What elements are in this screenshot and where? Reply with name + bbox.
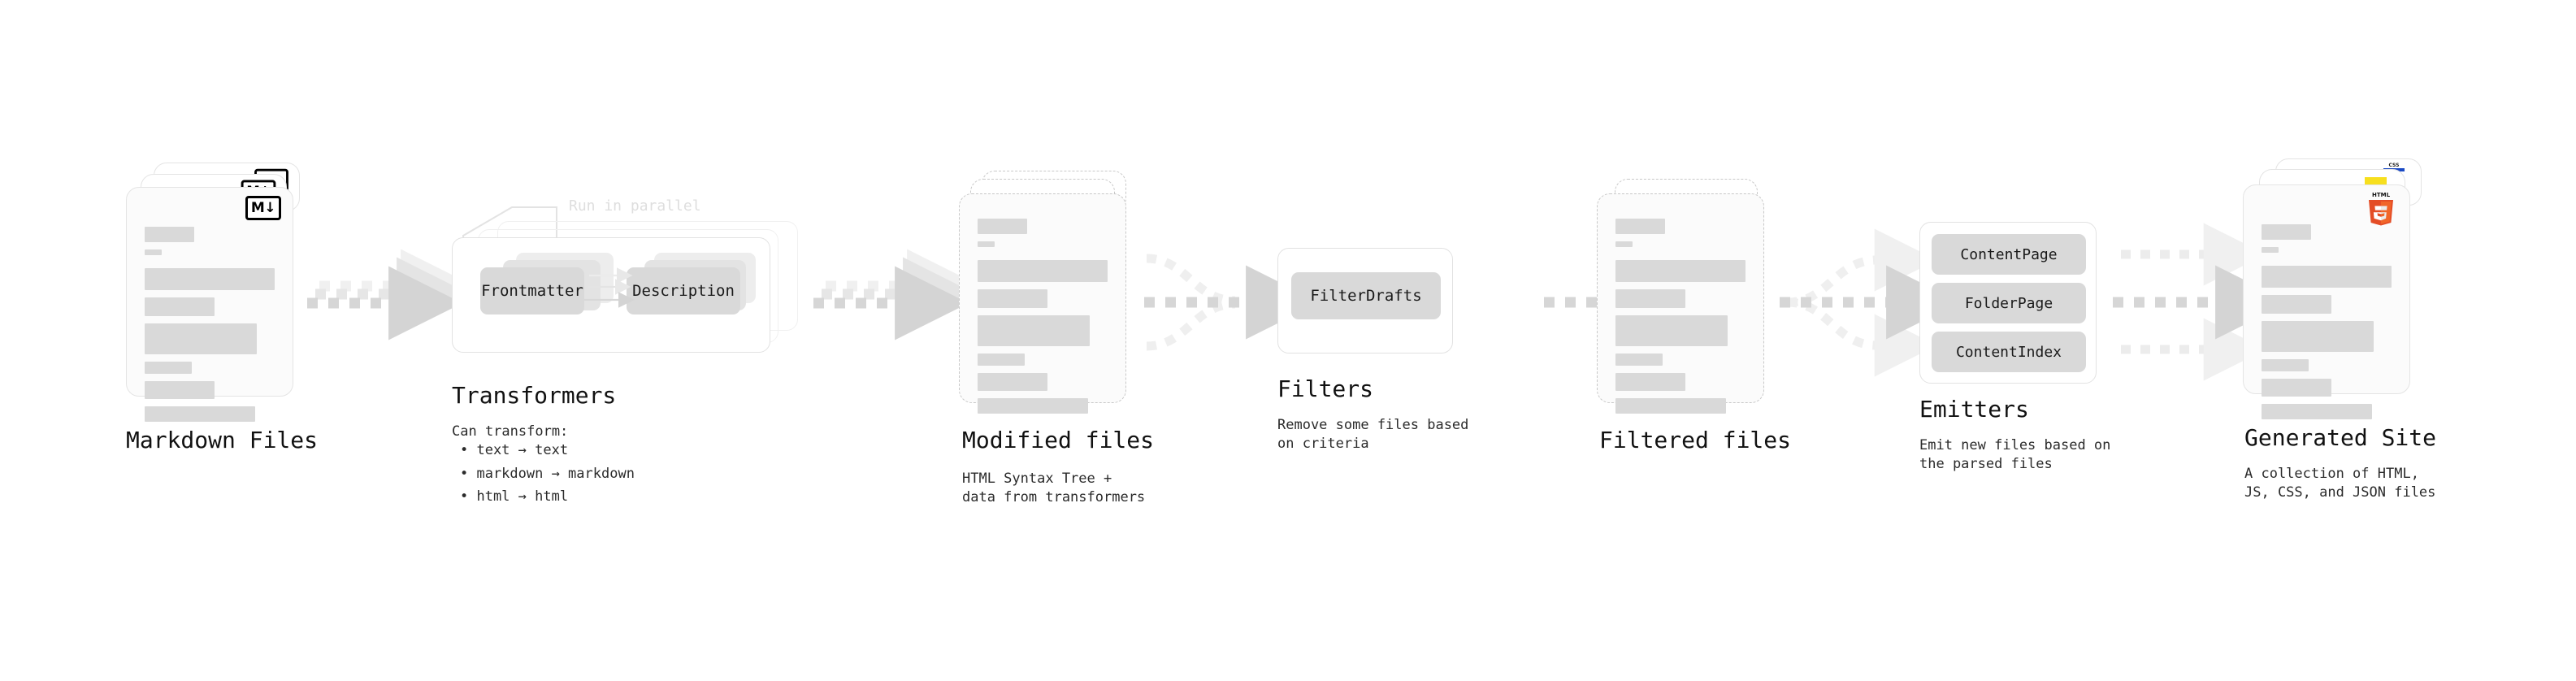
modified-card-stack bbox=[959, 171, 1134, 439]
emitters-box: ContentPage FolderPage ContentIndex bbox=[1919, 222, 2097, 384]
modified-card-content bbox=[960, 194, 1125, 414]
stage-title-filtered-files: Filtered files bbox=[1599, 427, 1792, 453]
transformer-chip-description[interactable]: Description bbox=[627, 267, 740, 314]
modified-files-subtitle: HTML Syntax Tree + data from transformer… bbox=[962, 471, 1146, 505]
filters-box: FilterDrafts bbox=[1277, 248, 1453, 354]
skeleton-bar bbox=[1615, 260, 1746, 282]
stage-title-transformers: Transformers bbox=[452, 382, 617, 409]
skeleton-bar bbox=[1615, 398, 1726, 414]
markdown-icon: M↓ bbox=[245, 196, 281, 220]
stage-title-modified-files: Modified files bbox=[962, 427, 1155, 453]
transformers-bullet-2: • html → html bbox=[460, 488, 569, 505]
emitter-chip-contentindex[interactable]: ContentIndex bbox=[1932, 332, 2086, 372]
stage-filtered-files bbox=[1597, 171, 1772, 439]
skeleton-bar bbox=[1615, 219, 1665, 234]
transformer-internal-arrows bbox=[584, 267, 635, 308]
modified-card-front bbox=[959, 193, 1126, 414]
skeleton-bar bbox=[145, 268, 275, 290]
stage-filters: FilterDrafts bbox=[1277, 248, 1456, 354]
generated-site-subtitle: A collection of HTML, JS, CSS, and JSON … bbox=[2244, 466, 2436, 501]
emitter-chip-label: FolderPage bbox=[1964, 294, 2053, 312]
html5-icon: HTML bbox=[2366, 190, 2396, 226]
skeleton-bar bbox=[978, 398, 1088, 414]
skeleton-bar bbox=[978, 260, 1108, 282]
skeleton-bar bbox=[1615, 241, 1633, 247]
skeleton-bar bbox=[145, 227, 194, 242]
markdown-card-front: M↓ bbox=[126, 187, 293, 422]
stage-modified-files bbox=[959, 171, 1134, 439]
markdown-card-stack: M↓ M↓ M↓ bbox=[126, 163, 301, 431]
stage-title-filters: Filters bbox=[1277, 375, 1374, 402]
stage-title-markdown-files: Markdown Files bbox=[126, 427, 319, 453]
skeleton-bar bbox=[145, 297, 215, 316]
skeleton-bar bbox=[2262, 295, 2332, 314]
skeleton-bar bbox=[1615, 373, 1686, 391]
generated-site-card-stack: CSS HTML bbox=[2243, 158, 2430, 435]
skeleton-bar bbox=[978, 373, 1048, 391]
filtered-card-content bbox=[1598, 194, 1763, 414]
skeleton-bar bbox=[145, 381, 215, 399]
transformer-chip-label: Description bbox=[632, 282, 735, 300]
connector-modified-to-filters bbox=[1144, 254, 1321, 351]
skeleton-bar bbox=[978, 219, 1027, 234]
stage-generated-site: CSS HTML bbox=[2243, 158, 2430, 435]
skeleton-bar bbox=[978, 315, 1090, 346]
skeleton-bar bbox=[1615, 354, 1663, 366]
connector-md-to-transformers bbox=[307, 249, 475, 340]
stage-markdown-files: M↓ M↓ M↓ bbox=[126, 163, 301, 431]
emitter-chip-folderpage[interactable]: FolderPage bbox=[1932, 283, 2086, 323]
connector-transformers-to-modified bbox=[813, 249, 982, 340]
emitter-chip-contentpage[interactable]: ContentPage bbox=[1932, 234, 2086, 275]
skeleton-bar bbox=[1615, 315, 1728, 346]
filters-subtitle: Remove some files based on criteria bbox=[1277, 417, 1469, 452]
filter-chip-filterdrafts[interactable]: FilterDrafts bbox=[1291, 272, 1441, 319]
transformers-bullet-0: • text → text bbox=[460, 442, 569, 458]
skeleton-bar bbox=[145, 362, 192, 374]
connector-emitters-to-site bbox=[2113, 223, 2290, 381]
filtered-card-stack bbox=[1597, 171, 1772, 439]
stage-emitters: ContentPage FolderPage ContentIndex bbox=[1919, 222, 2114, 384]
stage-title-emitters: Emitters bbox=[1919, 396, 2029, 423]
run-in-parallel-label: Run in parallel bbox=[569, 197, 701, 215]
transformers-bullet-1: • markdown → markdown bbox=[460, 466, 635, 482]
skeleton-bar bbox=[2262, 247, 2279, 253]
generated-card-html: HTML bbox=[2243, 184, 2410, 419]
transformer-chip-frontmatter[interactable]: Frontmatter bbox=[480, 267, 584, 314]
skeleton-bar bbox=[2262, 404, 2372, 419]
filtered-card-front bbox=[1597, 193, 1764, 414]
skeleton-bar bbox=[978, 289, 1048, 308]
skeleton-bar bbox=[145, 406, 255, 422]
emitter-chip-label: ContentIndex bbox=[1955, 343, 2062, 361]
emitters-subtitle: Emit new files based on the parsed files bbox=[1919, 437, 2111, 472]
skeleton-bar bbox=[978, 354, 1025, 366]
transformer-chip-label: Frontmatter bbox=[481, 282, 583, 300]
transformers-box: Frontmatter Description bbox=[452, 237, 770, 353]
skeleton-bar bbox=[978, 241, 995, 247]
css-icon-label: CSS bbox=[2388, 163, 2400, 168]
skeleton-bar bbox=[2262, 321, 2374, 352]
generated-card-content bbox=[2244, 185, 2409, 419]
skeleton-bar bbox=[2262, 359, 2309, 371]
skeleton-bar bbox=[2262, 224, 2311, 240]
skeleton-bar bbox=[2262, 379, 2332, 397]
skeleton-bar bbox=[145, 323, 257, 354]
emitter-chip-label: ContentPage bbox=[1960, 245, 2058, 263]
stage-transformers: Run in parallel Frontmatter Description bbox=[439, 187, 821, 366]
markdown-card-content bbox=[127, 188, 293, 422]
html5-icon-wordmark: HTML bbox=[2372, 192, 2391, 198]
transformers-subtitle: Can transform: bbox=[452, 423, 569, 440]
filter-chip-label: FilterDrafts bbox=[1310, 287, 1422, 305]
skeleton-bar bbox=[1615, 289, 1686, 308]
connector-filtered-to-emitters bbox=[1780, 228, 1961, 377]
skeleton-bar bbox=[145, 249, 162, 255]
skeleton-bar bbox=[2262, 266, 2392, 288]
stage-title-generated-site: Generated Site bbox=[2244, 424, 2437, 451]
